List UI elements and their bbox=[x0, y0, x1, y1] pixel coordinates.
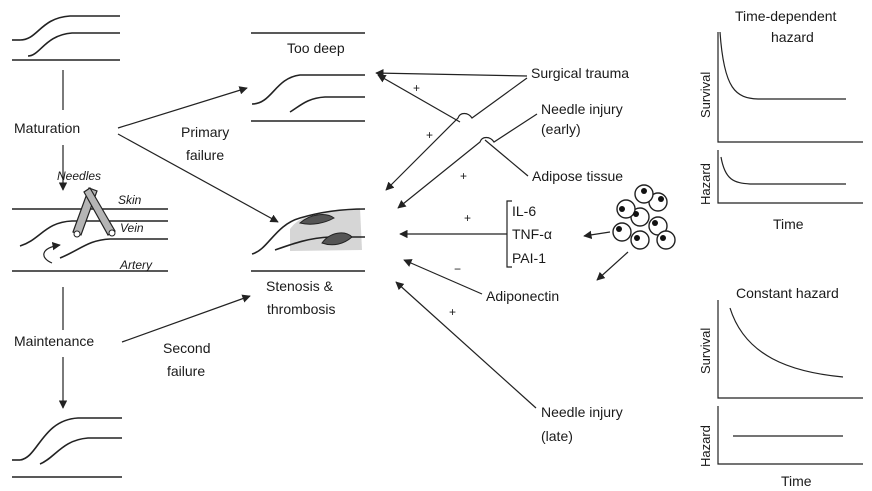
arrow-surgical-trauma-too-deep bbox=[376, 73, 527, 76]
primary-failure-line2: failure bbox=[186, 147, 224, 163]
td-hazard-axes bbox=[718, 150, 863, 203]
c-hazard-axes bbox=[718, 406, 863, 464]
c-survival-label: Survival bbox=[698, 328, 713, 374]
stage-maturation: Maturation bbox=[14, 120, 80, 136]
td-time-label: Time bbox=[773, 216, 804, 232]
factor-needle-early-line2: (early) bbox=[541, 121, 581, 137]
td-title-line2: hazard bbox=[771, 29, 814, 45]
c-hazard-label: Hazard bbox=[698, 425, 713, 467]
adipocyte-cluster-icon bbox=[613, 185, 675, 249]
factor-adipose-tissue: Adipose tissue bbox=[532, 168, 623, 184]
factor-needle-late-line1: Needle injury bbox=[541, 404, 623, 420]
second-failure-line2: failure bbox=[167, 363, 205, 379]
c-survival-curve bbox=[730, 308, 843, 377]
stenosis-line2: thrombosis bbox=[267, 301, 335, 317]
cytokine-pai1: PAI-1 bbox=[512, 250, 546, 266]
cytokine-il6: IL-6 bbox=[512, 203, 536, 219]
primary-failure-line1: Primary bbox=[181, 124, 229, 140]
factor-needle-early-line1: Needle injury bbox=[541, 101, 623, 117]
arrow-primary-failure-too-deep bbox=[118, 88, 247, 128]
c-title: Constant hazard bbox=[736, 285, 839, 301]
factor-needle-late-line2: (late) bbox=[541, 428, 573, 444]
access-icon-initial bbox=[12, 16, 120, 60]
stage-maintenance: Maintenance bbox=[14, 333, 94, 349]
arrow-adipocytes-cytokines bbox=[584, 232, 610, 236]
label-needles: Needles bbox=[57, 169, 101, 183]
sign-cytokines: + bbox=[464, 211, 471, 225]
factor-adiponectin: Adiponectin bbox=[486, 288, 559, 304]
factor-surgical-trauma: Surgical trauma bbox=[531, 65, 629, 81]
arrow-needle-early bbox=[398, 114, 537, 208]
sign-needle-early-b: + bbox=[460, 169, 467, 183]
c-time-label: Time bbox=[781, 473, 812, 489]
access-icon-final bbox=[12, 418, 122, 477]
panel-constant: Constant hazard Survival Hazard Time bbox=[698, 285, 863, 489]
label-too-deep: Too deep bbox=[287, 40, 345, 56]
sign-needle-early-a: + bbox=[426, 128, 433, 142]
arrow-adiponectin-stenosis bbox=[404, 260, 482, 294]
arrow-second-failure bbox=[122, 296, 250, 342]
label-skin: Skin bbox=[118, 193, 142, 207]
sign-needle-late: + bbox=[449, 305, 456, 319]
access-icon-stenosis bbox=[251, 208, 365, 271]
td-survival-axes bbox=[718, 32, 863, 142]
second-failure-line1: Second bbox=[163, 340, 210, 356]
sign-surgical: + bbox=[413, 81, 420, 95]
arrow-adipocytes-adiponectin bbox=[597, 252, 628, 280]
c-survival-axes bbox=[718, 300, 863, 398]
td-hazard-curve bbox=[721, 157, 846, 184]
needles-icon bbox=[73, 188, 115, 237]
cytokine-tnf: TNF-α bbox=[512, 226, 552, 242]
td-title-line1: Time-dependent bbox=[735, 8, 837, 24]
panel-time-dependent: Time-dependent hazard Survival Hazard Ti… bbox=[698, 8, 863, 232]
label-artery: Artery bbox=[119, 258, 153, 272]
connector-adipose bbox=[485, 140, 528, 176]
stenosis-line1: Stenosis & bbox=[266, 278, 334, 294]
label-vein: Vein bbox=[120, 221, 144, 235]
td-survival-label: Survival bbox=[698, 72, 713, 118]
sign-adiponectin: − bbox=[454, 262, 461, 276]
td-hazard-label: Hazard bbox=[698, 163, 713, 205]
